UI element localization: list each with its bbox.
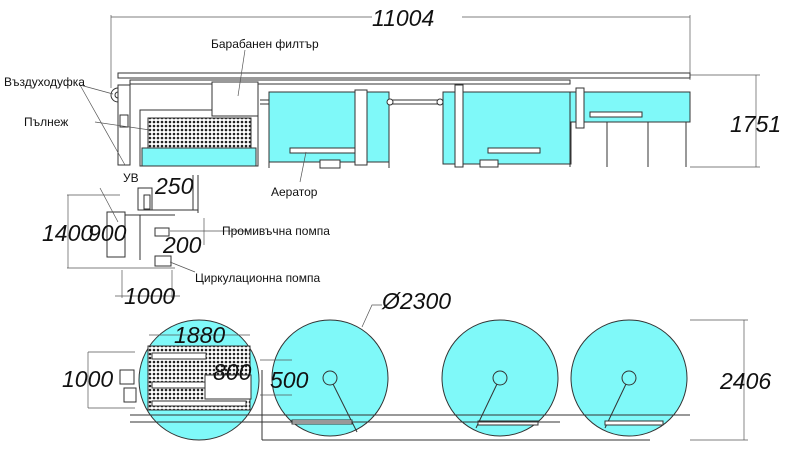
- dim-unit-width: 1000: [124, 283, 175, 309]
- dim-filter-length: 1880: [174, 322, 225, 348]
- drum-filter: [211, 81, 259, 117]
- dim-total-length: 11004: [372, 5, 434, 31]
- fill-label: Пълнеж: [24, 115, 68, 129]
- dim-tank-diameter: Ø2300: [381, 288, 451, 314]
- equipment-unit: [67, 175, 250, 298]
- dim-pump-gap: 200: [162, 232, 202, 258]
- dimension-total-length: [110, 15, 691, 88]
- dim-total-width: 2406: [719, 368, 771, 394]
- drum-filter-label: Барабанен филтър: [211, 37, 319, 51]
- side-elevation: [79, 15, 760, 183]
- biofilter-media: [147, 117, 252, 149]
- plan-view: [87, 304, 748, 441]
- uv-label: УВ: [123, 171, 139, 185]
- aerator-label: Аератор: [271, 185, 318, 199]
- blower-label: Въздуходуфка: [4, 75, 85, 89]
- dim-inner-500: 500: [270, 367, 309, 393]
- dim-height: 1751: [730, 111, 781, 137]
- dim-inner-800: 800: [213, 359, 252, 385]
- dim-unit-inner: 900: [88, 220, 127, 246]
- dim-unit-height: 1400: [42, 220, 93, 246]
- dimension-height: [690, 74, 760, 168]
- dim-uv-width: 250: [154, 173, 194, 199]
- dim-plan-width: 1000: [62, 366, 113, 392]
- flush-pump-label: Промивъчна помпа: [222, 224, 330, 238]
- circulation-pump-label: Циркулационна помпа: [195, 271, 320, 285]
